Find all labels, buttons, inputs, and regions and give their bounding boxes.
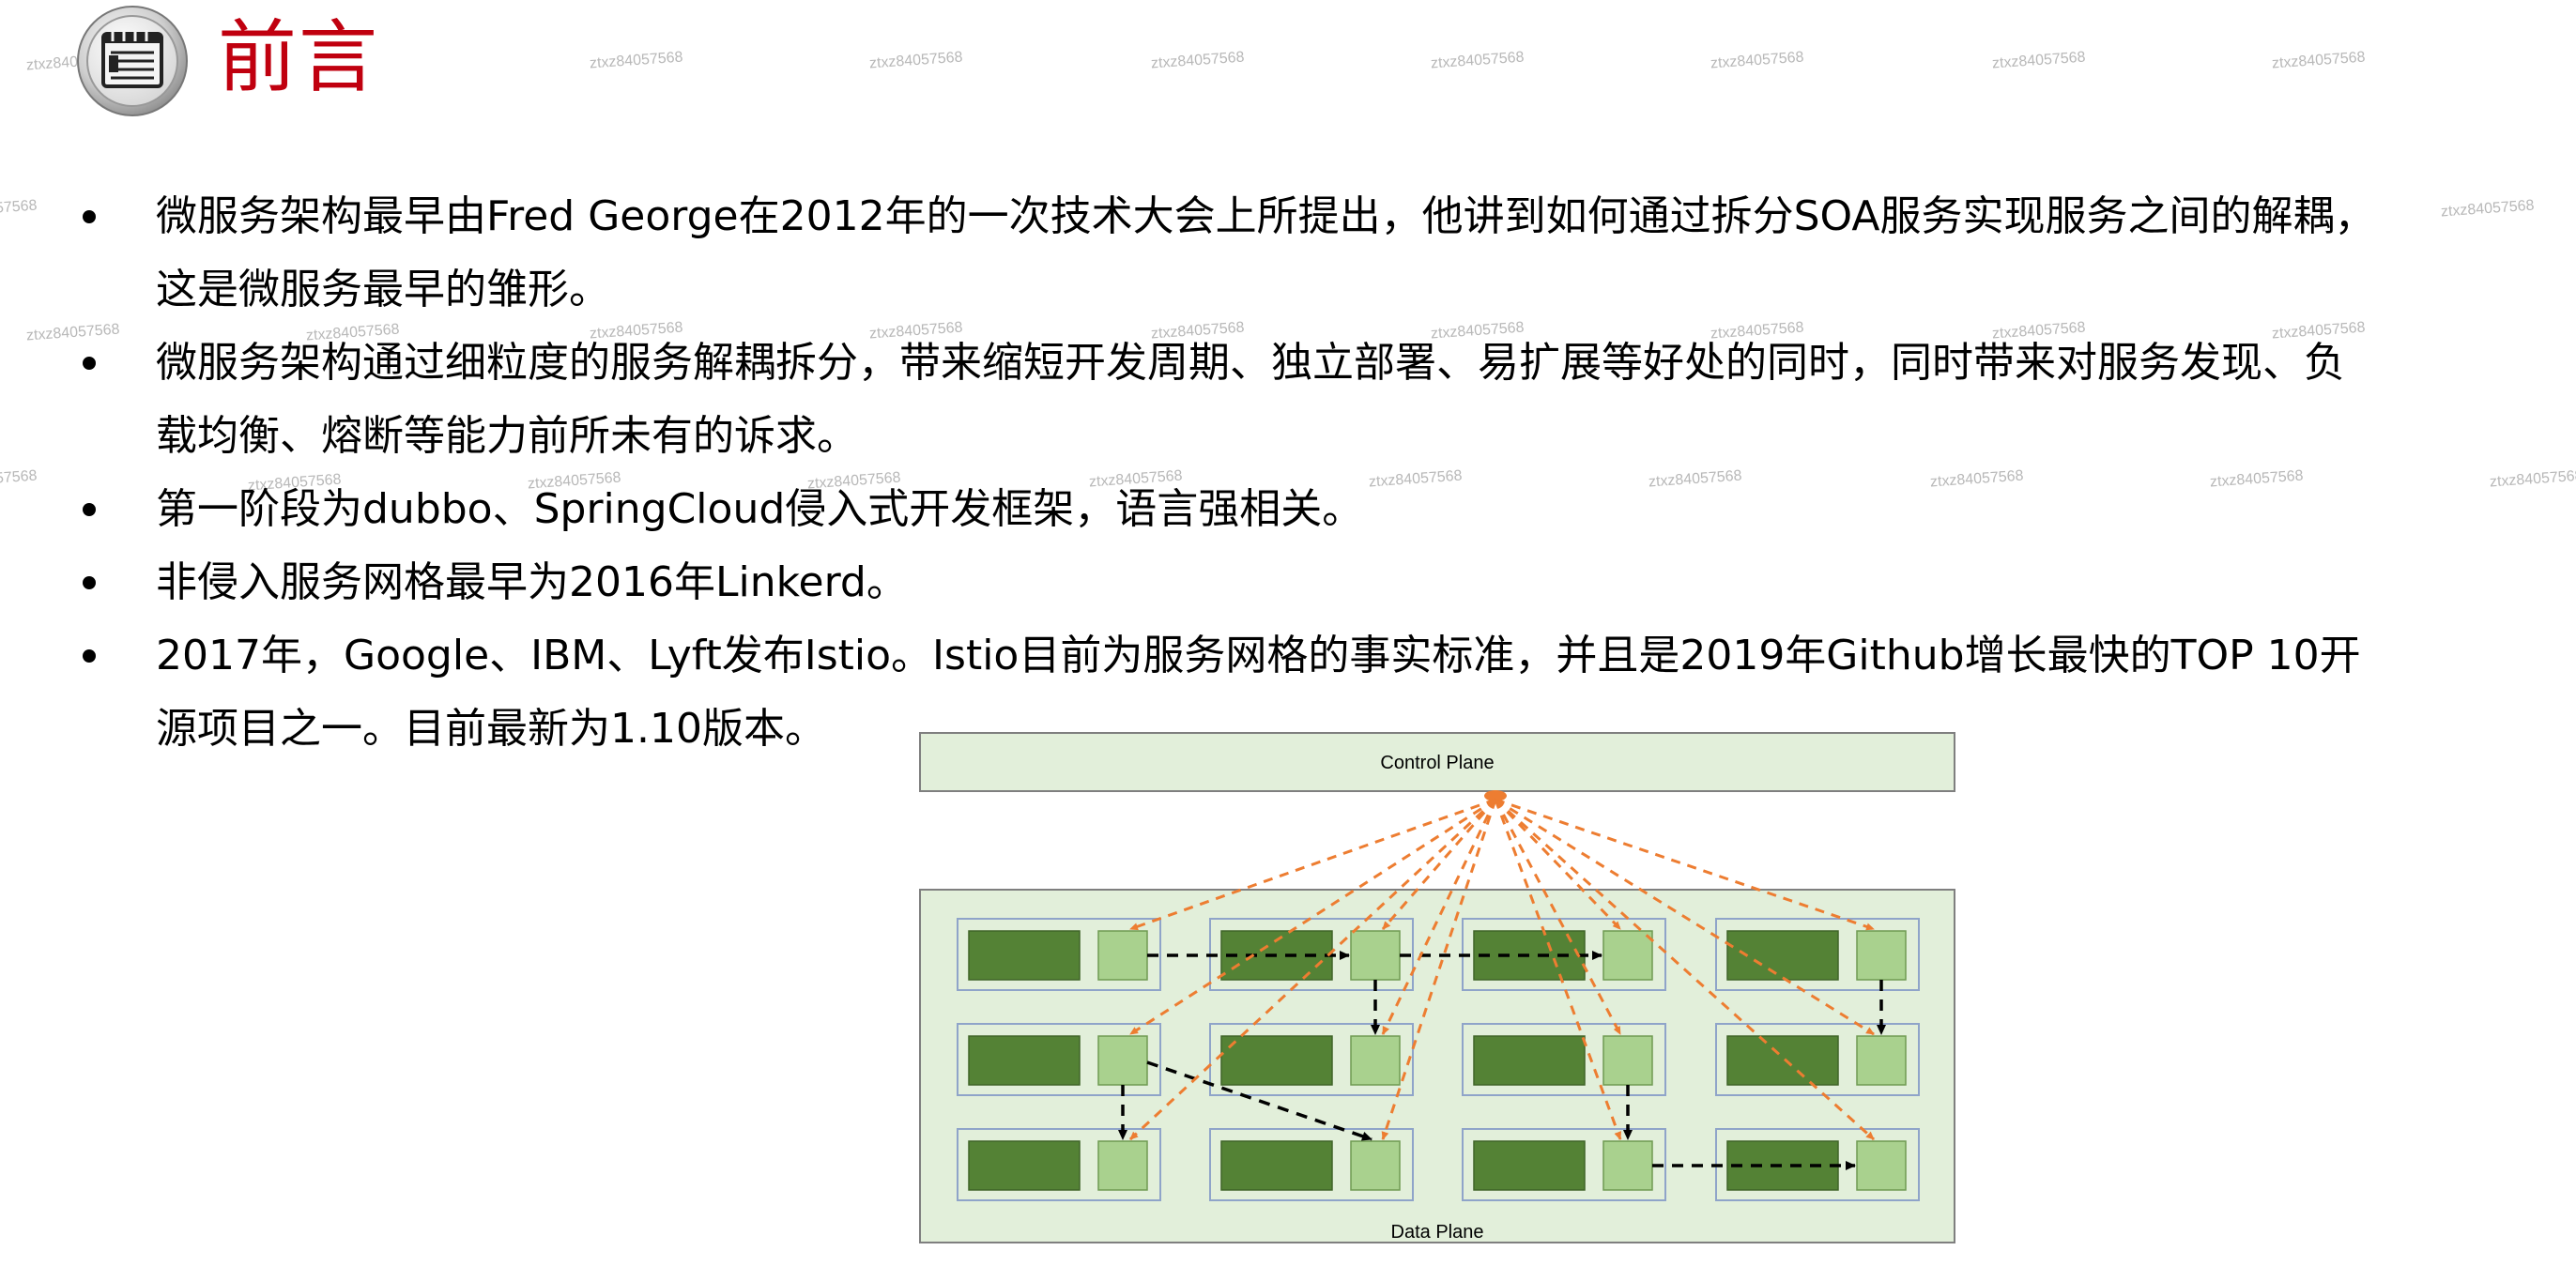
bullet-item: 第一阶段为dubbo、SpringCloud侵入式开发框架，语言强相关。	[156, 485, 1364, 533]
notepad-icon	[77, 6, 188, 116]
control-flow-arrow	[1494, 799, 1622, 1035]
pod	[1715, 1128, 1920, 1201]
bullet-item: 微服务架构最早由Fred George在2012年的一次技术大会上所提出，他讲到…	[156, 192, 2376, 313]
service-mesh-diagram: Control Plane Data Plane	[919, 732, 1955, 1243]
control-flow-arrow	[1494, 798, 1876, 1141]
data-flow-arrow	[1146, 1060, 1372, 1141]
sidecar-proxy	[1602, 930, 1653, 981]
page-title: 前言	[218, 11, 380, 103]
control-flow-arrow	[1381, 799, 1497, 930]
pod	[1715, 1023, 1920, 1096]
sidecar-proxy	[1097, 1035, 1148, 1086]
bullet-item: 非侵入服务网格最早为2016年Linkerd。	[156, 558, 908, 606]
bullet-item: 2017年，Google、IBM、Lyft发布Istio。Istio目前为服务网…	[156, 632, 2361, 753]
pod	[1462, 1023, 1666, 1096]
control-plane-hub	[1484, 790, 1507, 801]
pod	[957, 1128, 1161, 1201]
service-container	[968, 1140, 1081, 1191]
service-container	[1473, 1035, 1586, 1086]
bullet-dot	[83, 357, 96, 370]
sidecar-proxy	[1350, 1140, 1401, 1191]
sidecar-proxy	[1602, 1140, 1653, 1191]
pod	[1209, 1128, 1414, 1201]
pod	[1209, 918, 1414, 991]
service-container	[1726, 1035, 1839, 1086]
sidecar-proxy	[1856, 1035, 1907, 1086]
control-flow-arrow	[1129, 798, 1496, 1036]
service-container	[968, 930, 1081, 981]
pod	[957, 1023, 1161, 1096]
sidecar-proxy	[1350, 930, 1401, 981]
bullet-dot	[83, 503, 96, 516]
service-container	[968, 1035, 1081, 1086]
bullet-dot	[83, 210, 96, 223]
control-plane-label: Control Plane	[1380, 753, 1494, 773]
bullet-item: 微服务架构通过细粒度的服务解耦拆分，带来缩短开发周期、独立部署、易扩展等好处的同…	[156, 339, 2345, 460]
pod	[957, 918, 1161, 991]
service-container	[1220, 1140, 1333, 1191]
pod	[1462, 1128, 1666, 1201]
bullet-dot	[83, 649, 96, 663]
service-container	[1220, 1035, 1333, 1086]
service-container	[1726, 930, 1839, 981]
sidecar-proxy	[1097, 930, 1148, 981]
sidecar-proxy	[1097, 1140, 1148, 1191]
sidecar-proxy	[1602, 1035, 1653, 1086]
control-flow-arrow	[1381, 799, 1497, 1140]
service-container	[1726, 1140, 1839, 1191]
pod	[1209, 1023, 1414, 1096]
sidecar-proxy	[1350, 1035, 1401, 1086]
control-flow-arrow	[1494, 798, 1622, 931]
sidecar-proxy	[1856, 930, 1907, 981]
data-plane-label: Data Plane	[1391, 1222, 1484, 1243]
control-flow-arrow	[1495, 798, 1875, 1036]
control-flow-arrow	[1129, 798, 1496, 931]
bullet-dot	[83, 576, 96, 589]
sidecar-proxy	[1856, 1140, 1907, 1191]
service-container	[1473, 1140, 1586, 1191]
control-plane-box	[919, 732, 1955, 792]
